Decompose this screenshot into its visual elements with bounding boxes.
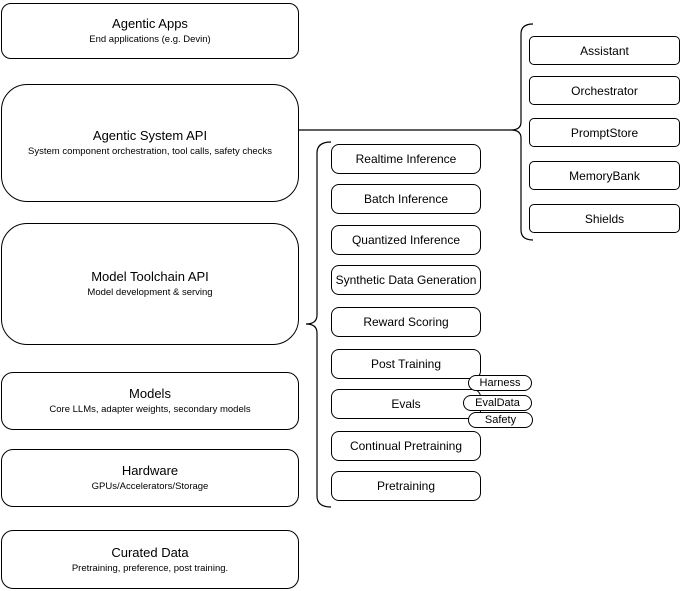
node-title: Curated Data: [111, 544, 189, 560]
node-quantized-inference: Quantized Inference: [331, 225, 481, 255]
node-label: Continual Pretraining: [349, 439, 463, 453]
node-shields: Shields: [529, 204, 680, 233]
node-label: Pretraining: [376, 479, 436, 493]
node-label: MemoryBank: [569, 168, 640, 183]
pill-label: Harness: [479, 377, 521, 389]
node-label: Quantized Inference: [351, 233, 461, 247]
node-post-training: Post Training: [331, 349, 481, 379]
node-agentic-system-api: Agentic System API System component orch…: [1, 84, 299, 202]
node-curated-data: Curated Data Pretraining, preference, po…: [1, 530, 299, 589]
node-promptstore: PromptStore: [529, 118, 680, 147]
pill-evaldata: EvalData: [463, 395, 532, 411]
node-title: Models: [129, 386, 171, 401]
node-orchestrator: Orchestrator: [529, 76, 680, 105]
node-title: Hardware: [121, 463, 179, 478]
pill-harness: Harness: [468, 375, 532, 391]
node-continual-pretraining: Continual Pretraining: [331, 431, 481, 461]
node-models: Models Core LLMs, adapter weights, secon…: [1, 372, 299, 430]
node-synthetic-data-generation: Synthetic Data Generation: [331, 265, 481, 295]
node-subtitle: Model development & serving: [87, 287, 213, 298]
node-subtitle: GPUs/Accelerators/Storage: [91, 481, 209, 492]
node-title: Agentic System API: [92, 128, 208, 143]
node-label: Orchestrator: [571, 83, 638, 98]
node-hardware: Hardware GPUs/Accelerators/Storage: [1, 449, 299, 507]
node-evals: Evals: [331, 389, 481, 419]
node-reward-scoring: Reward Scoring: [331, 307, 481, 337]
node-agentic-apps: Agentic Apps End applications (e.g. Devi…: [1, 3, 299, 59]
node-label: Shields: [584, 211, 625, 226]
node-label: Batch Inference: [363, 192, 449, 206]
node-subtitle: Pretraining, preference, post training.: [71, 562, 229, 574]
node-memorybank: MemoryBank: [529, 161, 680, 190]
node-label: Post Training: [370, 357, 442, 371]
node-subtitle: End applications (e.g. Devin): [89, 34, 211, 45]
node-label: Evals: [391, 397, 421, 411]
node-pretraining: Pretraining: [331, 471, 481, 501]
node-model-toolchain-api: Model Toolchain API Model development & …: [1, 223, 299, 345]
node-realtime-inference: Realtime Inference: [331, 144, 481, 174]
node-label: Realtime Inference: [355, 152, 457, 166]
node-subtitle: System component orchestration, tool cal…: [28, 146, 272, 157]
right-group-brace: [510, 23, 534, 241]
node-title: Agentic Apps: [112, 16, 188, 31]
node-subtitle: Core LLMs, adapter weights, secondary mo…: [49, 404, 251, 415]
pill-safety: Safety: [468, 412, 533, 428]
pill-label: Safety: [484, 414, 517, 426]
node-label: Synthetic Data Generation: [335, 273, 477, 287]
node-title: Model Toolchain API: [91, 269, 209, 284]
node-label: PromptStore: [570, 125, 639, 140]
middle-group-brace: [305, 141, 332, 508]
node-label: Assistant: [580, 43, 629, 58]
pill-label: EvalData: [475, 397, 520, 409]
node-batch-inference: Batch Inference: [331, 184, 481, 214]
node-assistant: Assistant: [529, 36, 680, 65]
node-label: Reward Scoring: [363, 315, 449, 329]
